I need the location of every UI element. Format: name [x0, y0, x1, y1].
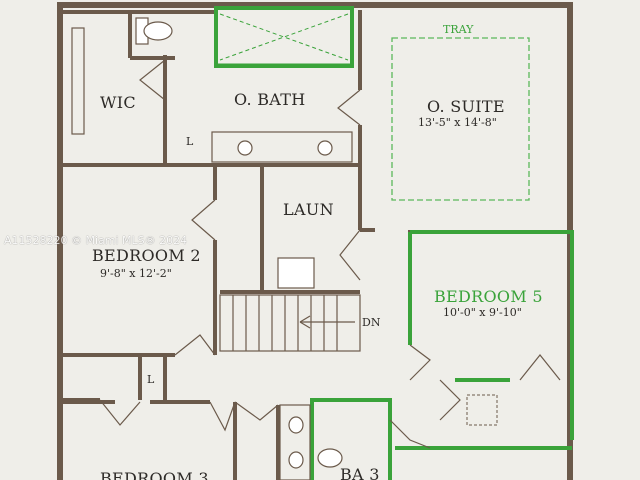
highlighted-walls	[214, 6, 574, 480]
room-dim-o-suite: 13'-5" x 14'-8"	[418, 116, 497, 129]
laundry-sink	[277, 257, 315, 289]
ba3-toilet	[317, 448, 343, 468]
bed5-shower	[466, 394, 498, 426]
staircase	[219, 294, 361, 352]
toilet-bowl	[143, 21, 173, 41]
vanity	[211, 131, 353, 163]
room-label-o-bath: O. BATH	[234, 90, 306, 109]
room-label-laun: LAUN	[283, 200, 334, 219]
room-label-tray: TRAY	[443, 23, 474, 36]
room-label-bedroom-2: BEDROOM 2	[92, 246, 201, 265]
room-label-bedroom-3: BEDROOM 3	[100, 469, 209, 480]
mls-watermark: A11528220 © Miami MLS® 2024	[4, 234, 188, 247]
fixtures	[71, 17, 353, 480]
ba3-sink-top	[288, 416, 304, 434]
room-dim-bedroom-5: 10'-0" x 9'-10"	[443, 306, 522, 319]
linen-shelf-left	[71, 27, 85, 135]
room-label-o-suite: O. SUITE	[427, 97, 505, 116]
doors	[99, 59, 561, 449]
tray-ceiling	[391, 37, 530, 201]
sink-left	[237, 140, 253, 156]
room-dim-bedroom-2: 9'-8" x 12'-2"	[100, 267, 172, 280]
room-label-bedroom-5: BEDROOM 5	[434, 287, 543, 306]
ba3-sink-bottom	[288, 451, 304, 469]
stair-dn-label: DN	[362, 316, 381, 329]
interior-walls	[60, 10, 412, 480]
ba3-vanity	[279, 404, 311, 480]
sink-right	[317, 140, 333, 156]
shower	[218, 13, 350, 65]
room-label-wic: WIC	[100, 93, 136, 112]
linen-label-bath: L	[186, 135, 194, 148]
room-label-ba-3: BA 3	[340, 465, 380, 480]
linen-label-hall: L	[147, 373, 155, 386]
